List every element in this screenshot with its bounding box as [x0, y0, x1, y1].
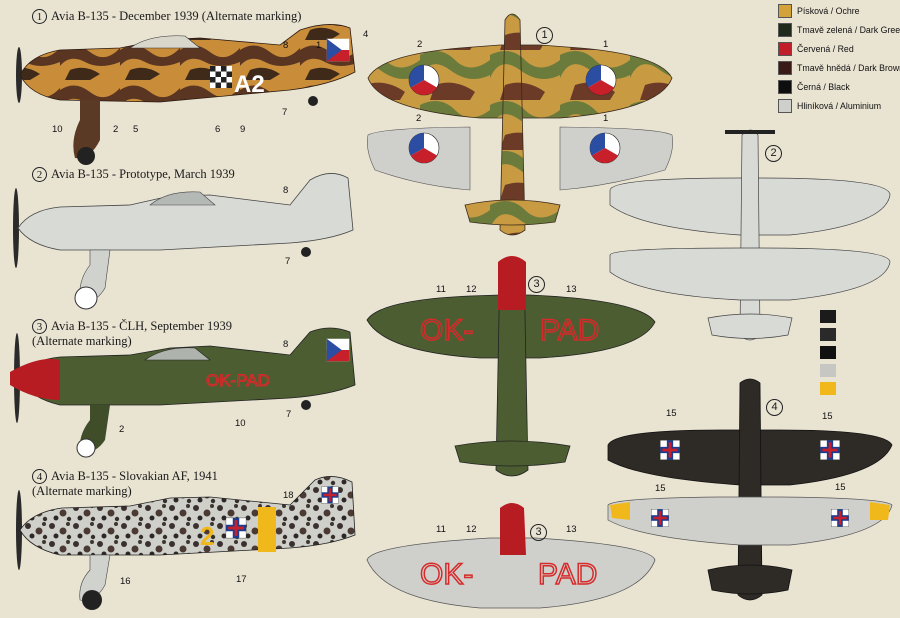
callout: 15	[655, 483, 666, 494]
profile-1-aircraft: A2	[16, 24, 356, 165]
legend-item: Tmavě zelená / Dark Green	[778, 20, 900, 39]
profile-2-aircraft	[13, 173, 354, 310]
color-chip	[820, 328, 836, 341]
legend-swatch-aluminium	[778, 98, 792, 113]
profile-3-aircraft: OK-PAD	[10, 327, 356, 458]
callout: 12	[466, 284, 477, 295]
under-view-3: OK- PAD	[366, 503, 656, 609]
plan-code-left: OK-	[420, 314, 473, 347]
legend-item: Černá / Black	[778, 77, 900, 96]
callout: 18	[283, 490, 294, 501]
color-chip	[820, 382, 836, 395]
view-number-1: 1	[536, 27, 553, 44]
profile-4-number: 4	[32, 469, 47, 484]
plan-code-right: PAD	[540, 314, 599, 347]
profile-2-title: Avia B-135 - Prototype, March 1939	[51, 167, 235, 181]
callout: 8	[283, 40, 289, 51]
profile-3-code: OK-PAD	[206, 371, 270, 390]
under-code-right: PAD	[538, 558, 597, 591]
color-chip-stack	[820, 310, 836, 400]
callout: 16	[120, 576, 131, 587]
callout: 15	[822, 411, 833, 422]
profile-1-code: A2	[234, 71, 265, 98]
callout: 1	[603, 113, 609, 124]
profile-4-code: 2	[200, 521, 214, 551]
callout: 2	[417, 39, 423, 50]
callout: 2	[119, 424, 125, 435]
legend-label: Písková / Ochre	[797, 5, 860, 16]
callout: 17	[236, 574, 247, 585]
callout: 1	[316, 40, 322, 51]
view-number-3-under: 3	[530, 524, 547, 541]
callout: 4	[363, 29, 369, 40]
color-chip	[820, 310, 836, 323]
color-legend: Písková / Ochre Tmavě zelená / Dark Gree…	[778, 1, 900, 115]
legend-swatch-ochre	[778, 3, 792, 18]
callout: 8	[283, 339, 289, 350]
profile-4-subtitle: (Alternate marking)	[32, 484, 132, 498]
profile-3-caption: 3 Avia B-135 - ČLH, September 1939 (Alter…	[32, 319, 232, 349]
callout: 7	[285, 256, 291, 267]
profile-4-caption: 4 Avia B-135 - Slovakian AF, 1941 (Altern…	[32, 469, 218, 499]
profile-4-aircraft: 2	[16, 476, 356, 610]
legend-label: Tmavě hnědá / Dark Brown	[797, 62, 900, 73]
profile-1-number: 1	[32, 9, 47, 24]
callout: 6	[215, 124, 221, 135]
profile-2-number: 2	[32, 167, 47, 182]
view-number-3: 3	[528, 276, 545, 293]
callout: 10	[235, 418, 246, 429]
callout: 10	[52, 124, 63, 135]
legend-label: Hliníková / Aluminium	[797, 100, 882, 111]
profile-3-title: Avia B-135 - ČLH, September 1939	[51, 319, 232, 333]
callout: 1	[603, 39, 609, 50]
legend-swatch-black	[778, 79, 792, 94]
legend-label: Černá / Black	[797, 81, 850, 92]
top-view-3: OK- PAD	[366, 256, 656, 477]
top-view-4	[607, 378, 893, 601]
callout: 11	[436, 524, 446, 535]
profile-1-caption: 1 Avia B-135 - December 1939 (Alternate m…	[32, 9, 301, 24]
profile-4-title: Avia B-135 - Slovakian AF, 1941	[51, 469, 218, 483]
callout: 2	[416, 113, 422, 124]
callout: 8	[283, 185, 289, 196]
profile-3-subtitle: (Alternate marking)	[32, 334, 132, 348]
callout: 7	[286, 409, 292, 420]
callout: 15	[835, 482, 846, 493]
callout: 15	[666, 408, 677, 419]
legend-item: Tmavě hnědá / Dark Brown	[778, 58, 900, 77]
legend-swatch-dark-brown	[778, 60, 792, 75]
callout: 9	[240, 124, 246, 135]
profile-3-number: 3	[32, 319, 47, 334]
top-view-2	[609, 129, 891, 341]
under-code-left: OK-	[420, 558, 473, 591]
callout: 2	[113, 124, 119, 135]
color-chip	[820, 364, 836, 377]
color-chip	[820, 346, 836, 359]
profile-1-title: Avia B-135 - December 1939 (Alternate ma…	[51, 9, 302, 23]
view-number-2: 2	[765, 145, 782, 162]
legend-label: Červená / Red	[797, 43, 854, 54]
legend-label: Tmavě zelená / Dark Green	[797, 24, 900, 35]
legend-swatch-red	[778, 41, 792, 56]
callout: 7	[282, 107, 288, 118]
profile-2-caption: 2 Avia B-135 - Prototype, March 1939	[32, 167, 235, 182]
view-number-4: 4	[766, 399, 783, 416]
legend-swatch-dark-green	[778, 22, 792, 37]
top-view-1	[367, 13, 673, 236]
legend-item: Červená / Red	[778, 39, 900, 58]
callout: 5	[133, 124, 139, 135]
legend-item: Hliníková / Aluminium	[778, 96, 900, 115]
callout: 11	[436, 284, 446, 295]
callout: 13	[566, 284, 577, 295]
callout: 13	[566, 524, 577, 535]
legend-item: Písková / Ochre	[778, 1, 900, 20]
callout: 12	[466, 524, 477, 535]
